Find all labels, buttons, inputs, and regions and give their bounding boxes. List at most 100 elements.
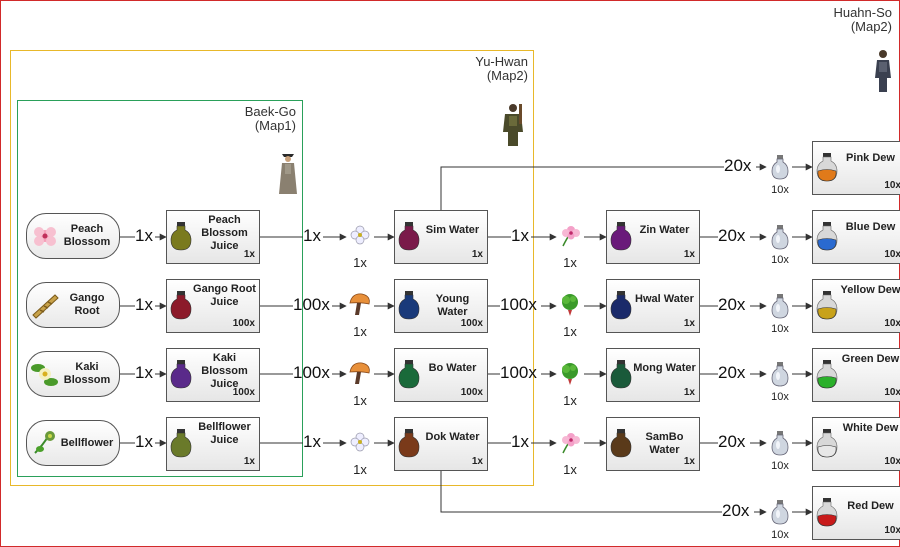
region-title-baek-go: Baek-Go (Map1) <box>178 105 296 133</box>
recipe-card-qty: 1x <box>243 249 255 260</box>
empty-vial-icon <box>771 155 789 180</box>
recipe-card-qty: 1x <box>471 456 483 467</box>
recipe-card-label: Zin Water <box>639 224 690 236</box>
bottle-fill <box>817 238 837 251</box>
recipe-card-gango-root-juice: Gango Root Juice 100x <box>166 279 260 333</box>
npc-baek-go-icon <box>279 154 297 194</box>
mid-item-qty: 1x <box>353 324 367 339</box>
ingredient-gango-root: Gango Root <box>26 282 120 328</box>
potion-bottle-icon <box>610 222 632 251</box>
arrow-label: 1x <box>135 363 153 382</box>
recipe-card-label: Yellow Dew <box>840 284 900 296</box>
region-name: Huahn-So <box>833 5 892 20</box>
recipe-card-yellow-dew: Yellow Dew 10x <box>812 279 900 333</box>
recipe-card-peach-blossom-juice: Peach Blossom Juice 1x <box>166 210 260 264</box>
empty-vial-icon <box>771 294 789 319</box>
potion-bottle-icon <box>398 291 420 320</box>
arrow-label: 1x <box>303 432 321 451</box>
potion-bottle-icon <box>398 360 420 389</box>
bottle-fill <box>398 294 420 320</box>
mid-item-qty: 1x <box>563 255 577 270</box>
recipe-card-young-water: Young Water 100x <box>394 279 488 333</box>
region-map: (Map1) <box>254 118 296 133</box>
region-map: (Map2) <box>486 68 528 83</box>
recipe-card-label: Sim Water <box>425 224 480 236</box>
potion-bottle-icon <box>610 291 632 320</box>
recipe-card-label: Gango Root Juice <box>193 283 256 308</box>
potion-bottle-icon <box>170 360 192 389</box>
recipe-card-label: Red Dew <box>847 500 894 512</box>
recipe-card-qty: 1x <box>683 456 695 467</box>
recipe-card-label: Hwal Water <box>635 293 694 305</box>
recipe-card-label: Dok Water <box>425 431 480 443</box>
recipe-card-qty: 10x <box>884 387 900 398</box>
npc-yu-hwan-icon <box>503 104 523 146</box>
green-herb-icon <box>562 294 578 316</box>
potion-bottle-icon <box>816 360 838 389</box>
ingredient-label: Kaki Blossom <box>63 361 111 386</box>
potion-bottle-icon <box>816 429 838 458</box>
recipe-card-label: Blue Dew <box>845 221 896 233</box>
recipe-card-qty: 1x <box>683 387 695 398</box>
ingredient-peach-blossom: Peach Blossom <box>26 213 120 259</box>
arrow-label: 1x <box>303 226 321 245</box>
recipe-card-qty: 10x <box>884 249 900 260</box>
recipe-card-qty: 1x <box>471 249 483 260</box>
arrow-label: 1x <box>135 226 153 245</box>
recipe-card-hwal-water: Hwal Water 1x <box>606 279 700 333</box>
recipe-card-red-dew: Red Dew 10x <box>812 486 900 540</box>
bottle-fill <box>610 225 632 251</box>
arrow-label: 1x <box>135 295 153 314</box>
potion-bottle-icon <box>610 429 632 458</box>
recipe-card-sim-water: Sim Water 1x <box>394 210 488 264</box>
bottle-fill <box>817 307 837 320</box>
arrow-label: 20x <box>724 156 752 175</box>
mid-item-qty: 1x <box>563 324 577 339</box>
recipe-card-label: Kaki Blossom Juice <box>201 352 248 390</box>
region-yu-hwan <box>10 50 534 486</box>
mushroom-icon <box>349 293 370 315</box>
recipe-card-qty: 100x <box>232 387 255 398</box>
recipe-card-qty: 100x <box>460 318 483 329</box>
recipe-card-mong-water: Mong Water 1x <box>606 348 700 402</box>
bottle-fill <box>170 225 192 251</box>
potion-bottle-icon <box>816 498 838 527</box>
arrow-label: 100x <box>293 363 330 382</box>
recipe-card-zin-water: Zin Water 1x <box>606 210 700 264</box>
pink-flower-icon <box>562 433 580 454</box>
ingredient-bellflower: Bellflower <box>26 420 120 466</box>
bottle-fill <box>610 432 632 458</box>
kaki-blossom-icon <box>31 364 58 386</box>
recipe-card-qty: 1x <box>243 456 255 467</box>
arrow-label: 20x <box>718 432 746 451</box>
recipe-card-pink-dew: Pink Dew 10x <box>812 141 900 195</box>
recipe-card-blue-dew: Blue Dew 10x <box>812 210 900 264</box>
recipe-card-label: Bellflower Juice <box>198 421 251 446</box>
recipe-card-qty: 100x <box>232 318 255 329</box>
recipe-card-label: SamBo Water <box>645 431 684 456</box>
vial-qty: 10x <box>771 529 789 541</box>
mid-item-qty: 1x <box>563 462 577 477</box>
white-flower-icon <box>350 432 370 452</box>
bottle-fill <box>398 363 420 389</box>
potion-bottle-icon <box>170 222 192 251</box>
empty-vial-icon <box>771 225 789 250</box>
recipe-card-label: White Dew <box>842 422 899 434</box>
recipe-card-label: Pink Dew <box>846 152 895 164</box>
arrow-label: 1x <box>511 226 529 245</box>
recipe-card-bellflower-juice: Bellflower Juice 1x <box>166 417 260 471</box>
empty-vial-icon <box>771 500 789 525</box>
recipe-card-white-dew: White Dew 10x <box>812 417 900 471</box>
arrow-label: 20x <box>718 295 746 314</box>
ingredient-label: Gango Root <box>69 292 105 317</box>
bottle-fill <box>170 363 192 389</box>
recipe-card-label: Peach Blossom Juice <box>201 214 248 252</box>
potion-bottle-icon <box>610 360 632 389</box>
recipe-card-sambo-water: SamBo Water 1x <box>606 417 700 471</box>
vial-qty: 10x <box>771 184 789 196</box>
arrow-label: 20x <box>722 501 750 520</box>
region-name: Yu-Hwan <box>475 54 528 69</box>
white-flower-icon <box>350 225 370 245</box>
vial-qty: 10x <box>771 254 789 266</box>
recipe-card-green-dew: Green Dew 10x <box>812 348 900 402</box>
